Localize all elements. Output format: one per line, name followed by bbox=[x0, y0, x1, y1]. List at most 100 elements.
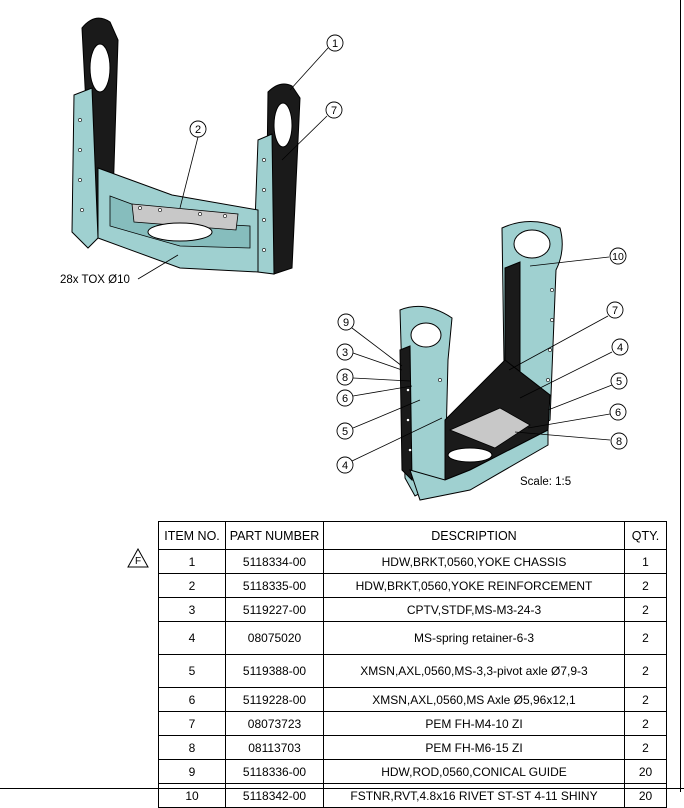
bom-part: 5119228-00 bbox=[225, 687, 324, 712]
bom-item: 6 bbox=[158, 687, 226, 712]
bom-item: 2 bbox=[158, 573, 226, 598]
rear-left-black-side bbox=[399, 345, 413, 482]
callout-7: 7 bbox=[331, 105, 337, 117]
bom-part: 08113703 bbox=[225, 735, 324, 760]
bill-of-materials: ITEM NO. PART NUMBER DESCRIPTION QTY. 1 … bbox=[158, 521, 667, 808]
callout-balloon bbox=[609, 247, 627, 265]
callout-8b: 8 bbox=[342, 372, 348, 384]
bom-header-row: ITEM NO. PART NUMBER DESCRIPTION QTY. bbox=[158, 521, 667, 550]
callout-7b: 7 bbox=[612, 305, 618, 317]
right-upright-hole bbox=[273, 102, 293, 148]
bom-part: 08073723 bbox=[225, 711, 324, 736]
callout-balloon bbox=[336, 389, 354, 407]
bom-qty: 2 bbox=[624, 621, 667, 655]
bom-row: 6 5119228-00 XMSN,AXL,0560,MS Axle Ø5,96… bbox=[158, 687, 667, 712]
callout-balloon bbox=[325, 101, 343, 119]
bom-desc: CPTV,STDF,MS-M3-24-3 bbox=[323, 597, 625, 622]
bom-qty: 20 bbox=[624, 759, 667, 784]
bom-item: 8 bbox=[158, 735, 226, 760]
bom-part: 5118335-00 bbox=[225, 573, 324, 598]
bom-desc: HDW,BRKT,0560,YOKE REINFORCEMENT bbox=[323, 573, 625, 598]
bom-part: 5119227-00 bbox=[225, 597, 324, 622]
bom-qty: 2 bbox=[624, 597, 667, 622]
bom-item: 3 bbox=[158, 597, 226, 622]
bottom-assembly-view: 10 7 4 5 6 8 9 3 8 bbox=[336, 221, 629, 501]
bom-part: 5118342-00 bbox=[225, 783, 324, 808]
callout-balloon bbox=[611, 338, 629, 356]
bom-part: 5118336-00 bbox=[225, 759, 324, 784]
bom-item: 1 bbox=[158, 549, 226, 574]
bom-header-item: ITEM NO. bbox=[158, 521, 226, 550]
callout-balloon bbox=[336, 343, 354, 361]
bom-item: 9 bbox=[158, 759, 226, 784]
sheet-border-right bbox=[680, 0, 681, 792]
bom-item: 4 bbox=[158, 621, 226, 655]
bom-qty: 2 bbox=[624, 573, 667, 598]
bom-part: 08075020 bbox=[225, 621, 324, 655]
callout-6b: 6 bbox=[342, 393, 348, 405]
callout-balloon bbox=[336, 456, 354, 474]
callout-5: 5 bbox=[616, 376, 622, 388]
bom-row: 1 5118334-00 HDW,BRKT,0560,YOKE CHASSIS … bbox=[158, 549, 667, 574]
callout-balloon bbox=[336, 368, 354, 386]
bom-desc: XMSN,AXL,0560,MS-3,3-pivot axle Ø7,9-3 bbox=[323, 654, 625, 688]
revision-flag: F bbox=[127, 548, 149, 568]
bom-row: 4 08075020 MS-spring retainer-6-3 2 bbox=[158, 621, 667, 655]
callout-balloon bbox=[189, 120, 207, 138]
bom-desc: HDW,BRKT,0560,YOKE CHASSIS bbox=[323, 549, 625, 574]
rear-left-hole bbox=[410, 322, 442, 348]
bom-desc: HDW,ROD,0560,CONICAL GUIDE bbox=[323, 759, 625, 784]
base-cutout bbox=[147, 222, 213, 242]
bom-header-description: DESCRIPTION bbox=[323, 521, 625, 550]
callout-balloon bbox=[326, 34, 344, 52]
bom-item: 10 bbox=[158, 783, 226, 808]
callout-2: 2 bbox=[195, 124, 201, 136]
top-assembly-view: 1 7 2 28x TOX Ø10 bbox=[60, 17, 344, 286]
rear-bottom-face bbox=[409, 429, 549, 501]
bom-qty: 2 bbox=[624, 735, 667, 760]
assembly-views: 1 7 2 28x TOX Ø10 bbox=[60, 17, 629, 501]
rear-floor-cutout bbox=[447, 447, 493, 463]
bom-row: 8 08113703 PEM FH-M6-15 ZI 2 bbox=[158, 735, 667, 760]
bom-row: 10 5118342-00 FSTNR,RVT,4.8x16 RIVET ST-… bbox=[158, 783, 667, 808]
rivet-dots-top bbox=[78, 118, 266, 252]
rear-reinforcement bbox=[448, 407, 531, 449]
bom-desc: MS-spring retainer-6-3 bbox=[323, 621, 625, 655]
bom-row: 9 5118336-00 HDW,ROD,0560,CONICAL GUIDE … bbox=[158, 759, 667, 784]
scale-note: Scale: 1:5 bbox=[520, 476, 571, 488]
callout-balloon bbox=[606, 301, 624, 319]
bom-desc: FSTNR,RVT,4.8x16 RIVET ST-ST 4-11 SHINY bbox=[323, 783, 625, 808]
callout-balloon bbox=[337, 313, 355, 331]
rear-right-hole bbox=[513, 229, 551, 259]
revision-flag-letter: F bbox=[135, 556, 141, 567]
bom-qty: 2 bbox=[624, 687, 667, 712]
left-upright-hole bbox=[89, 43, 111, 93]
callout-9: 9 bbox=[343, 317, 349, 329]
callout-5b: 5 bbox=[342, 426, 348, 438]
bom-desc: PEM FH-M6-15 ZI bbox=[323, 735, 625, 760]
bom-part: 5118334-00 bbox=[225, 549, 324, 574]
bom-row: 7 08073723 PEM FH-M4-10 ZI 2 bbox=[158, 711, 667, 736]
left-side-plate bbox=[71, 87, 99, 249]
bom-desc: XMSN,AXL,0560,MS Axle Ø5,96x12,1 bbox=[323, 687, 625, 712]
callout-6: 6 bbox=[615, 407, 621, 419]
bom-row: 5 5119388-00 XMSN,AXL,0560,MS-3,3-pivot … bbox=[158, 654, 667, 688]
bom-row: 3 5119227-00 CPTV,STDF,MS-M3-24-3 2 bbox=[158, 597, 667, 622]
bom-qty: 2 bbox=[624, 711, 667, 736]
callout-10: 10 bbox=[612, 251, 624, 263]
callout-balloon bbox=[610, 372, 628, 390]
bom-header-qty: QTY. bbox=[624, 521, 667, 550]
callout-8: 8 bbox=[616, 436, 622, 448]
callout-balloon bbox=[336, 422, 354, 440]
callout-balloon bbox=[609, 403, 627, 421]
bom-desc: PEM FH-M4-10 ZI bbox=[323, 711, 625, 736]
bom-qty: 20 bbox=[624, 783, 667, 808]
bom-item: 7 bbox=[158, 711, 226, 736]
bom-qty: 2 bbox=[624, 654, 667, 688]
bom-row: 2 5118335-00 HDW,BRKT,0560,YOKE REINFORC… bbox=[158, 573, 667, 598]
bom-qty: 1 bbox=[624, 549, 667, 574]
bom-item: 5 bbox=[158, 654, 226, 688]
callout-1: 1 bbox=[332, 38, 338, 50]
callout-3: 3 bbox=[342, 347, 348, 359]
